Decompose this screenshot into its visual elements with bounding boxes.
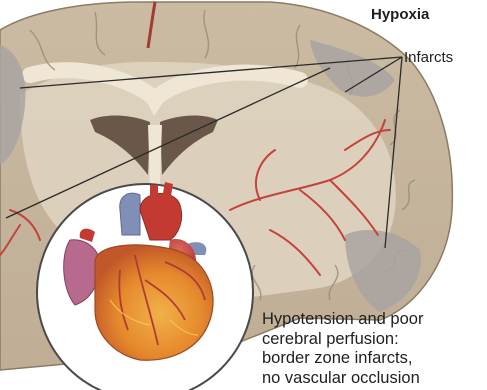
caption: Hypotension and poor cerebral perfusion:… <box>262 310 487 388</box>
title: Hypoxia <box>371 6 429 23</box>
caption-line: cerebral perfusion: <box>262 330 487 350</box>
caption-line: no vascular occlusion <box>262 369 487 389</box>
caption-line: border zone infarcts, <box>262 349 487 369</box>
infarcts-label: Infarcts <box>404 49 453 66</box>
caption-line: Hypotension and poor <box>262 310 487 330</box>
